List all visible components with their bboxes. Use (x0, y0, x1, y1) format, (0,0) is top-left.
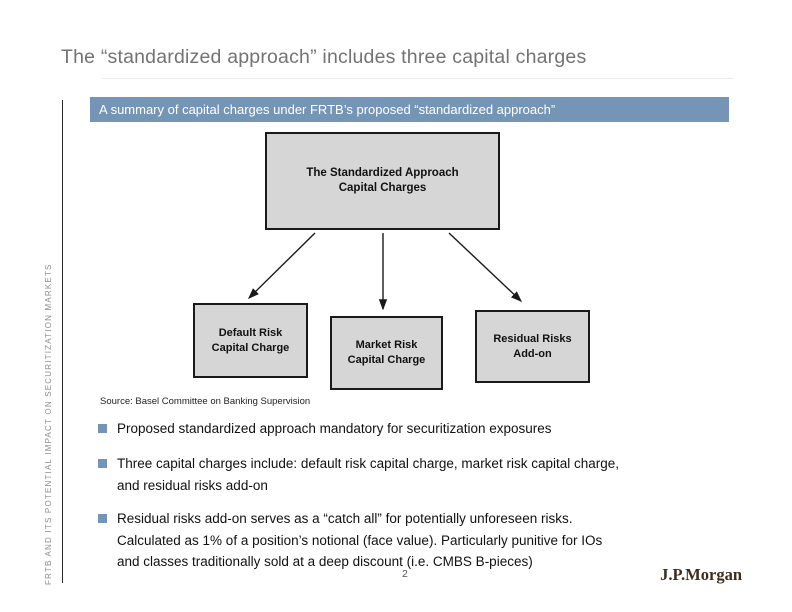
bullet-line: and classes traditionally sold at a deep… (117, 554, 533, 569)
bullet-text: Three capital charges include: default r… (117, 453, 619, 496)
source-note: Source: Basel Committee on Banking Super… (100, 396, 311, 407)
bullet-line: Proposed standardized approach mandatory… (117, 421, 552, 436)
jpmorgan-logo: J.P.Morgan (660, 565, 742, 584)
arrow-to-residual-risks-icon (448, 232, 523, 302)
bullet-text: Residual risks add-on serves as a “catch… (117, 508, 602, 573)
bullet-line: Three capital charges include: default r… (117, 456, 619, 471)
bullet-line: Calculated as 1% of a position’s notiona… (117, 532, 603, 548)
diagram-top-box-line: Capital Charges (338, 182, 427, 194)
bullet-square-icon (98, 459, 107, 468)
bullet-square-icon (98, 514, 107, 523)
diagram-top-box-line: The Standardized Approach (306, 167, 459, 179)
page-number: 2 (402, 568, 408, 580)
bullet-square-icon (98, 424, 107, 433)
diagram-box-line: Capital Charge (347, 354, 426, 366)
bullet-item: Residual risks add-on serves as a “catch… (98, 508, 602, 573)
diagram-box-default-risk: Default Risk Capital Charge (193, 303, 308, 378)
bullet-line: Residual risks add-on serves as a “catch… (117, 511, 573, 526)
bullet-line: and residual risks add-on (117, 477, 268, 493)
diagram-box-residual-risks: Residual Risks Add-on (475, 310, 590, 383)
arrow-to-default-risk-icon (248, 232, 316, 299)
title-divider (102, 78, 734, 79)
bullet-item: Three capital charges include: default r… (98, 453, 619, 496)
sidebar-vertical-text: FRTB AND ITS POTENTIAL IMPACT ON SECURIT… (44, 263, 53, 585)
page-title: The “standardized approach” includes thr… (61, 46, 587, 68)
diagram-top-box: The Standardized Approach Capital Charge… (265, 132, 500, 230)
diagram-box-line: Capital Charge (211, 341, 290, 354)
diagram-box-line: Residual Risks (493, 332, 572, 345)
diagram-box-line: Default Risk (218, 326, 283, 339)
sidebar-divider-line (62, 100, 63, 583)
section-header-text: A summary of capital charges under FRTB’… (99, 102, 556, 117)
diagram-box-market-risk: Market Risk Capital Charge (330, 316, 443, 390)
bullet-text: Proposed standardized approach mandatory… (117, 418, 552, 440)
diagram-arrows (248, 232, 523, 311)
diagram-box-line: Add-on (513, 347, 552, 360)
diagram-box-line: Market Risk (355, 339, 418, 351)
bullet-item: Proposed standardized approach mandatory… (98, 418, 552, 440)
section-header-bar: A summary of capital charges under FRTB’… (90, 97, 729, 122)
